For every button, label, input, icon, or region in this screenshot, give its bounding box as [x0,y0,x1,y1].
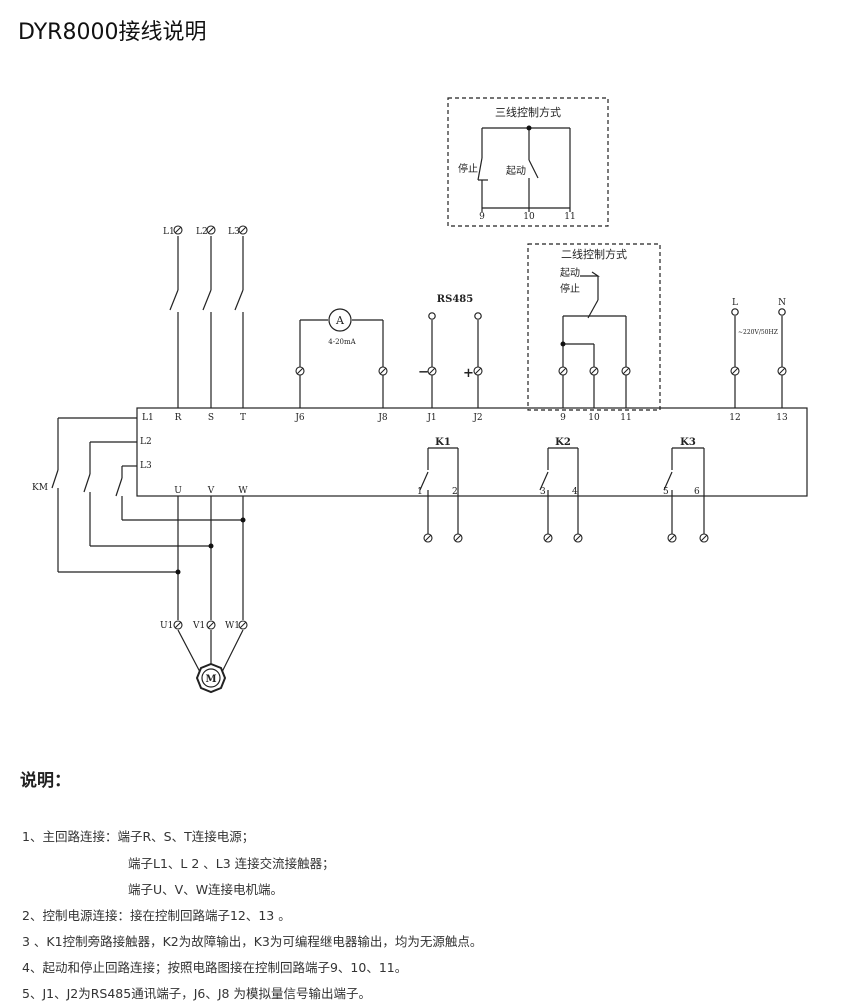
km-label: KM [32,483,48,493]
page-title: DYR8000接线说明 [18,20,207,45]
note-line-1b: 端子L1、L 2 、L3 连接交流接触器； [128,856,335,871]
terminal-u: U [174,486,182,496]
note-line-3: 3 、K1控制旁路接触器，K2为故障输出，K3为可编程继电器输出，均为无源触点。 [22,934,483,949]
terminal-j6: J6 [294,413,305,423]
motor-terminal-w1: W1 [225,621,240,631]
relay-k2-label: K2 [555,437,571,448]
terminal-11: 11 [620,413,631,423]
three-wire-box [447,97,609,227]
two-wire-box [527,243,661,411]
terminal-j1: J1 [426,413,436,423]
note-line-2: 2、控制电源连接：接在控制回路端子12、13 。 [22,908,291,923]
two-wire-stop-label: 停止 [560,282,580,295]
three-wire-terminal-9: 9 [479,212,485,222]
terminal-1: 1 [417,487,423,497]
ammeter-label: A [335,314,345,327]
supply-label-l1: L1 [163,227,175,237]
supply-label-l2: L2 [196,227,208,237]
motor-terminal-u1: U1 [160,621,173,631]
supply-l-label: L [732,298,738,308]
relay-k1-label: K1 [435,437,451,448]
terminal-s: S [208,413,214,423]
terminal-5: 5 [663,487,669,497]
motor-label: M [205,674,216,685]
terminal-4: 4 [572,487,578,497]
controller-box [136,407,808,497]
rs485-label: RS485 [437,294,473,305]
terminal-12: 12 [729,413,740,423]
terminal-l1: L1 [142,413,154,423]
three-wire-title: 三线控制方式 [495,105,561,119]
plus-label: + [463,366,474,381]
terminal-13: 13 [776,413,788,423]
ammeter [328,308,352,332]
terminal-j8: J8 [377,413,388,423]
note-line-5: 5、J1、J2为RS485通讯端子，J6、J8 为模拟量信号输出端子。 [22,986,371,1001]
three-wire-terminal-11: 11 [564,212,575,222]
terminal-9: 9 [560,413,566,423]
terminal-3: 3 [540,487,546,497]
terminal-v: V [207,486,215,496]
terminal-symbols [173,225,787,630]
notes-heading: 说明： [20,771,71,791]
wiring-diagram: 三线控制方式 停止 起动 9 10 11 二线控制方式 起动 停止 L1 L2 … [32,97,808,694]
note-line-1: 1、主回路连接：端子R、S、T连接电源； [22,829,255,844]
supply-label-l3: L3 [228,227,240,237]
supply-n-label: N [778,298,786,308]
terminal-w: W [238,486,248,496]
minus-label: − [418,365,429,380]
terminal-r: R [175,413,182,423]
three-wire-start-label: 起动 [506,165,526,177]
two-wire-title: 二线控制方式 [561,247,627,261]
motor-terminal-v1: V1 [192,621,205,631]
terminal-2: 2 [452,487,458,497]
terminal-j2: J2 [472,413,482,423]
supply-spec-label: ~220V/50HZ [738,329,778,336]
ma-range-label: 4-20mA [328,338,356,346]
terminal-l3: L3 [140,461,152,471]
note-line-1c: 端子U、V、W连接电机端。 [128,882,284,897]
three-wire-stop-label: 停止 [458,162,478,175]
relay-k3-label: K3 [680,437,696,448]
terminal-6: 6 [694,487,700,497]
terminal-l2: L2 [140,437,152,447]
three-wire-terminal-10: 10 [523,212,535,222]
note-line-4: 4、起动和停止回路连接；按照电路图接在控制回路端子9、10、11。 [22,960,408,975]
terminal-t: T [240,413,246,423]
terminal-10: 10 [588,413,600,423]
two-wire-start-label: 起动 [560,267,580,279]
